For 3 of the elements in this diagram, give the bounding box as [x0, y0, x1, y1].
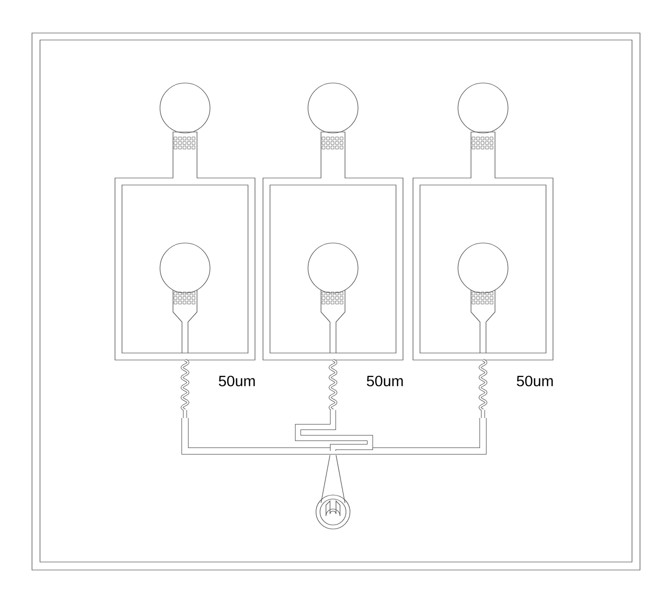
- measurement-label: 50um: [218, 376, 255, 386]
- measurement-label: 50um: [516, 376, 553, 386]
- measurement-label: 50um: [366, 376, 403, 386]
